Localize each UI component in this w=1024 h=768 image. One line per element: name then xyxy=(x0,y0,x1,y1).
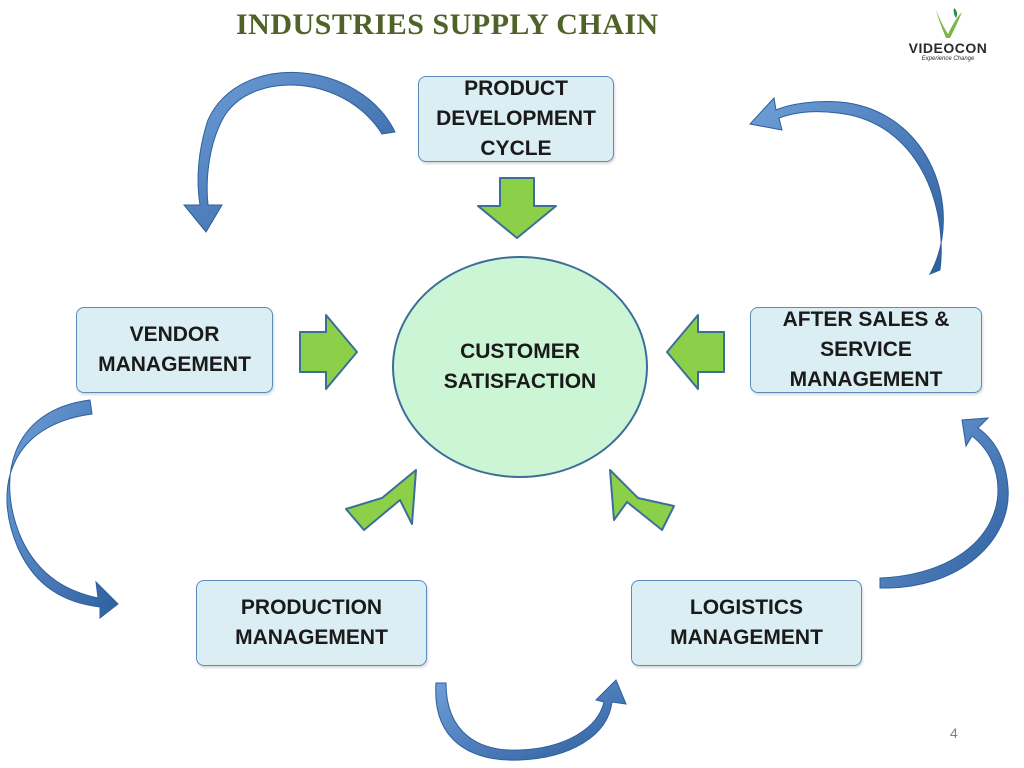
vendor-management-box: VENDOR MANAGEMENT xyxy=(76,307,273,393)
customer-satisfaction-label: CUSTOMER SATISFACTION xyxy=(443,340,597,393)
arrow-right-icon xyxy=(299,314,358,390)
page-title: INDUSTRIES SUPPLY CHAIN xyxy=(236,8,659,41)
arrow-up-right-icon xyxy=(345,469,417,531)
after-sales-box: AFTER SALES & SERVICE MANAGEMENT xyxy=(750,307,982,393)
curved-arrow-icon xyxy=(879,417,1009,589)
product-development-label: PRODUCT DEVELOPMENT CYCLE xyxy=(436,77,596,160)
videocon-logo: VIDEOCON Experience Change xyxy=(900,6,996,66)
customer-satisfaction-circle: CUSTOMER SATISFACTION xyxy=(392,256,648,478)
curved-arrow-icon xyxy=(6,399,119,620)
logo-wordmark: VIDEOCON xyxy=(908,40,988,56)
page-number: 4 xyxy=(950,725,958,741)
arrow-left-icon xyxy=(666,314,725,390)
after-sales-label: AFTER SALES & SERVICE MANAGEMENT xyxy=(782,308,950,391)
vendor-management-label: VENDOR MANAGEMENT xyxy=(98,323,251,376)
logistics-management-label: LOGISTICS MANAGEMENT xyxy=(670,596,823,649)
logistics-management-box: LOGISTICS MANAGEMENT xyxy=(631,580,862,666)
curved-arrow-icon xyxy=(182,71,396,233)
curved-arrow-icon xyxy=(749,96,944,275)
product-development-box: PRODUCT DEVELOPMENT CYCLE xyxy=(418,76,614,162)
logo-tagline: Experience Change xyxy=(921,56,975,62)
production-management-box: PRODUCTION MANAGEMENT xyxy=(196,580,427,666)
arrow-down-icon xyxy=(477,177,557,239)
production-management-label: PRODUCTION MANAGEMENT xyxy=(235,596,388,649)
arrow-up-left-icon xyxy=(609,469,675,531)
logo-v-icon xyxy=(936,8,962,38)
curved-arrow-icon xyxy=(435,679,627,761)
